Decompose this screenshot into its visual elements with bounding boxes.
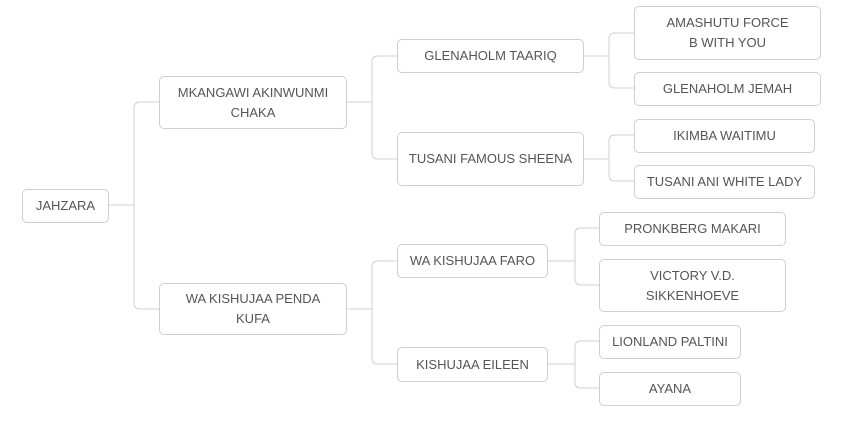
node-dam-dam-sire[interactable]: LIONLAND PALTINI [599, 325, 741, 359]
node-sire-dam-sire[interactable]: IKIMBA WAITIMU [634, 119, 815, 153]
node-sire-sire-dam[interactable]: GLENAHOLM JEMAH [634, 72, 821, 106]
node-dam[interactable]: WA KISHUJAA PENDA KUFA [159, 283, 347, 335]
node-dam-sire[interactable]: WA KISHUJAA FARO [397, 244, 548, 278]
node-sire-sire[interactable]: GLENAHOLM TAARIQ [397, 39, 584, 73]
node-sire[interactable]: MKANGAWI AKINWUNMI CHAKA [159, 76, 347, 129]
connector [108, 101, 159, 310]
connector [346, 55, 397, 160]
connector [583, 134, 634, 182]
node-sire-dam-dam[interactable]: TUSANI ANI WHITE LADY [634, 165, 815, 199]
node-dam-sire-dam[interactable]: VICTORY V.D. SIKKENHOEVE [599, 259, 786, 312]
node-dam-dam[interactable]: KISHUJAA EILEEN [397, 347, 548, 382]
node-dam-sire-sire[interactable]: PRONKBERG MAKARI [599, 212, 786, 246]
node-sire-dam[interactable]: TUSANI FAMOUS SHEENA [397, 132, 584, 186]
node-dam-dam-dam[interactable]: AYANA [599, 372, 741, 406]
connector [547, 340, 599, 389]
connector [547, 227, 599, 286]
node-sire-sire-sire[interactable]: AMASHUTU FORCE B WITH YOU [634, 6, 821, 60]
node-subject[interactable]: JAHZARA [22, 189, 109, 223]
connector [346, 260, 397, 365]
connector [583, 32, 634, 89]
